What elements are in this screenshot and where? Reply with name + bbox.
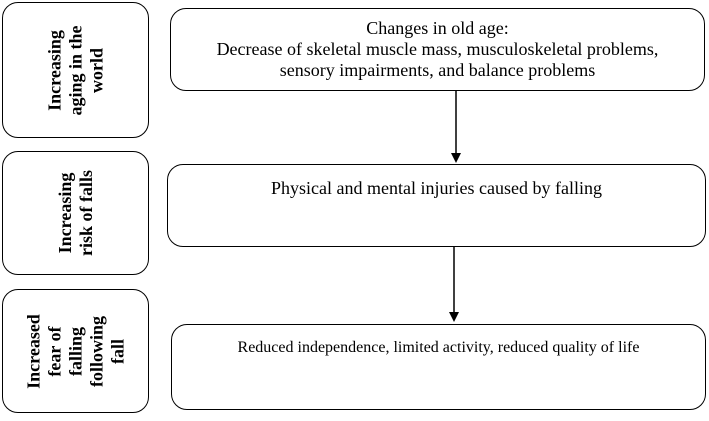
side-label-aging: Increasing aging in the world xyxy=(44,24,106,116)
side-box-aging: Increasing aging in the world xyxy=(2,2,149,138)
flow-box-changes: Changes in old age: Decrease of skeletal… xyxy=(170,8,705,91)
arrow-2 xyxy=(449,247,459,322)
side-box-risk: Increasing risk of falls xyxy=(2,151,149,275)
flow-text-injuries: Physical and mental injuries caused by f… xyxy=(271,178,602,198)
arrow-1 xyxy=(451,91,461,163)
flow-box-injuries: Physical and mental injuries caused by f… xyxy=(167,164,706,247)
side-label-fear: Increased fear of falling following fall xyxy=(23,313,127,389)
flow-text-changes: Changes in old age: Decrease of skeletal… xyxy=(216,18,659,80)
flow-text-outcomes: Reduced independence, limited activity, … xyxy=(237,339,640,356)
side-box-fear: Increased fear of falling following fall xyxy=(2,289,149,413)
flow-box-outcomes: Reduced independence, limited activity, … xyxy=(171,324,706,410)
side-label-risk: Increasing risk of falls xyxy=(54,170,96,257)
